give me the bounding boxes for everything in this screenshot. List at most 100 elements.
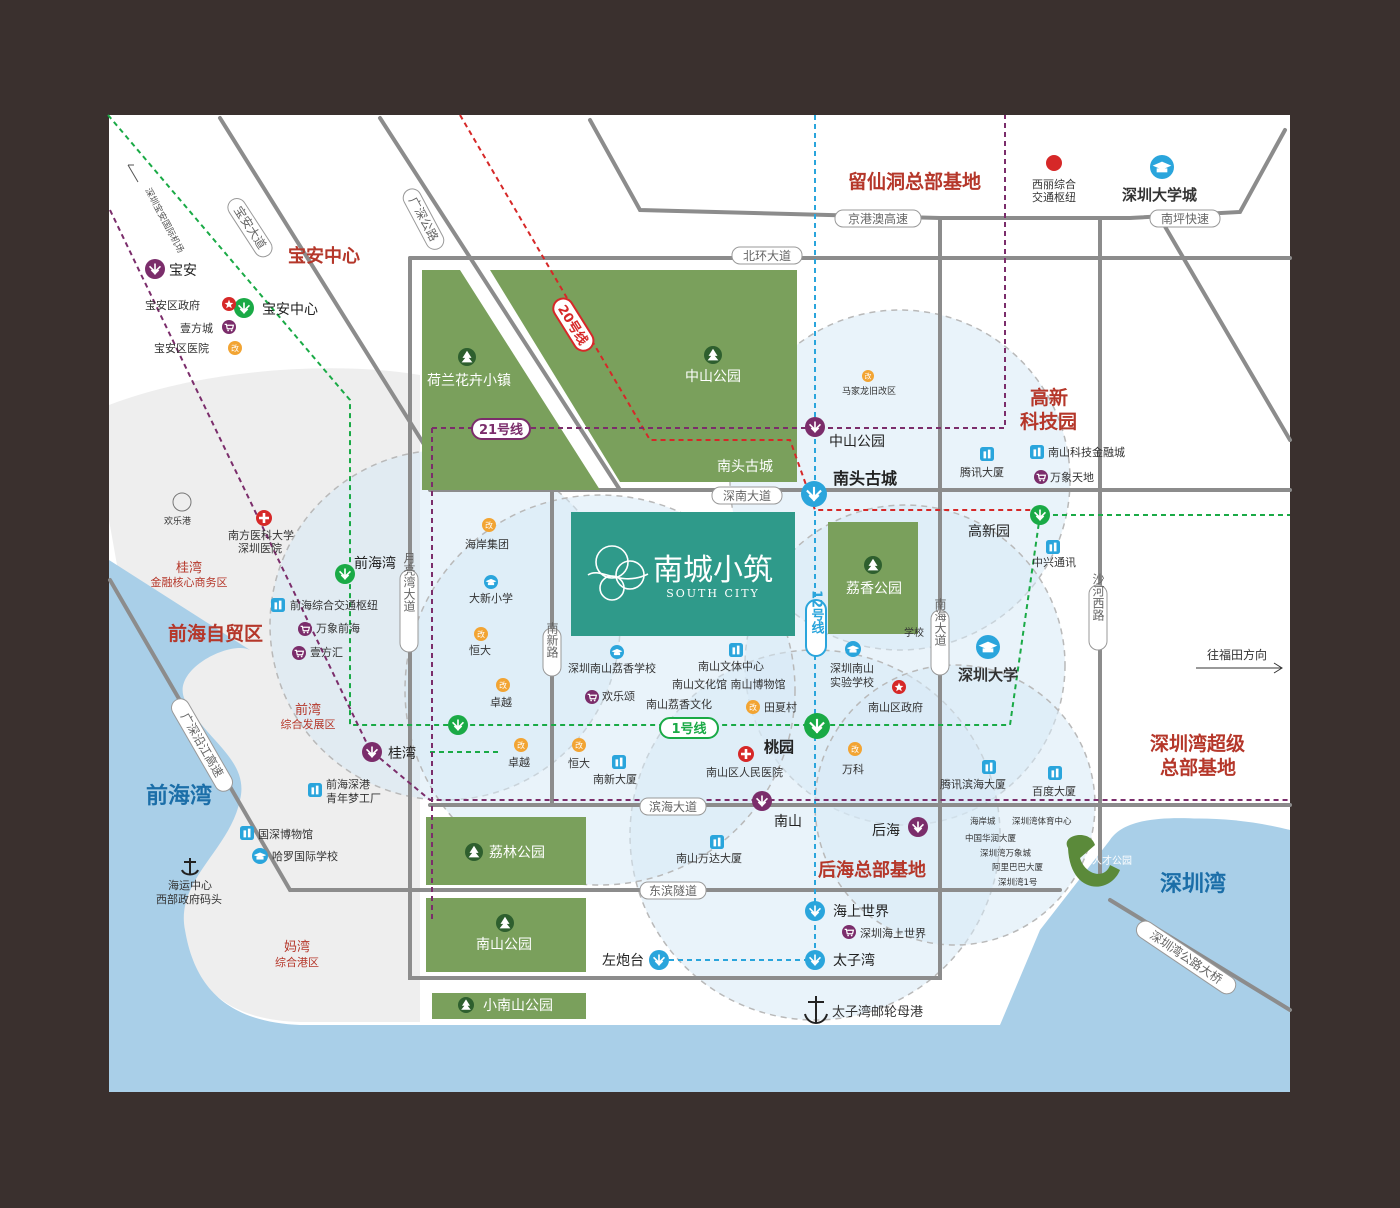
redevelopment-icon [572,738,586,752]
shopping-icon [298,622,312,636]
poi-taiziwan-port: 太子湾邮轮母港 [832,1004,923,1020]
metro-icon [801,481,827,507]
district-gaoxin: 高新 [1030,386,1068,409]
poi-icons [172,155,1174,1024]
poi-lixiang-school: 深圳南山荔香学校 [568,661,656,675]
district-mawan: 妈湾 [284,939,310,955]
metro-icon [805,901,825,921]
metro-icon [805,417,825,437]
building-icon [271,598,285,612]
poi-nanxin-bldg: 南新大厦 [593,772,637,786]
poi-yuewenhua: 南山荔香文化 [646,697,712,711]
poi-haiyun2: 西部政府码头 [156,892,222,906]
district-guiwan-sub: 金融核心商务区 [151,575,228,589]
school-icon [252,848,268,864]
metro-icon [145,259,165,279]
poi-wanda: 南山万达大厦 [676,851,742,865]
hospital-icon [228,341,242,355]
to-futian-label: 往福田方向 [1207,647,1267,662]
poi-alibaba: 阿里巴巴大厦 [992,862,1044,873]
poi-harrow: 哈罗国际学校 [272,849,338,863]
road-jinggangao: 京港澳高速 [848,211,908,226]
building-icon [1030,445,1044,459]
district-mawan-sub: 综合港区 [275,955,319,969]
road-shennan: 深南大道 [723,488,771,503]
poi-baidu: 百度大厦 [1032,784,1076,798]
poi-hengda2: 恒大 [568,756,590,770]
water-qianhaiwan: 前海湾 [146,783,212,809]
poi-majialong: 马家龙旧改区 [842,385,896,397]
metro-icon [908,817,928,837]
metro-icon [234,298,254,318]
badge-line12: 12号线 [809,590,825,636]
poi-baoan-gov: 宝安区政府 [145,298,200,312]
poi-huarun: 中国华润大厦 [965,833,1017,844]
park-nantou-label: 南头古城 [717,459,773,475]
poi-tencent: 腾讯大厦 [960,465,1004,479]
poi-nanshan-fin: 南山科技金融城 [1048,445,1125,459]
poi-haian-city: 海岸城 [970,816,996,827]
park-lixiang [828,522,918,634]
metro-icon [804,713,830,739]
station-qianhaiwan: 前海湾 [354,555,396,572]
road-nanping: 南坪快速 [1161,211,1209,226]
poi-szw1: 深圳湾1号 [998,877,1037,888]
poi-baoan-hosp: 宝安区医院 [154,341,209,355]
park-lilin [426,817,586,885]
school-icon [845,641,861,657]
poi-sznssy: 深圳南山 [830,662,874,675]
park-nanshan [426,898,586,972]
district-labels: 留仙洞总部基地 宝安中心 高新 科技园 前海自贸区 深圳湾超级 总部基地 后海总… [168,170,1245,881]
park-helan [422,270,600,490]
road-labels: 京港澳高速 南坪快速 北环大道 深南大道 滨海大道 东滨隧道 往福田方向 [639,209,1283,900]
station-taiziwan: 太子湾 [833,952,875,969]
poi-haiyun: 海运中心 [168,878,212,892]
badge-line21: 21号线 [479,422,523,438]
building-icon [1046,540,1060,554]
metro-icon [805,950,825,970]
redevelopment-icon [746,700,760,714]
poi-nanyi: 南方医科大学 [228,528,294,542]
station-houhai: 后海 [872,823,900,839]
park-zhongshan-label: 中山公园 [685,369,741,385]
road-nanhai: 南海大道 [933,597,947,646]
tree-icon [465,843,483,861]
district-szbay-super2: 总部基地 [1160,756,1236,779]
poi-szw-tiyu: 深圳湾体育中心 [1012,816,1072,827]
tree-icon [458,348,476,366]
redevelopment-icon [514,738,528,752]
anchor-icon [181,858,828,1024]
redevelopment-icon [496,678,510,692]
district-qianwan: 前湾 [295,702,321,718]
poi-museum: 南山文化馆 南山博物馆 [672,677,786,691]
station-baoan-center: 宝安中心 [262,302,318,318]
project-logo-icon [587,545,649,601]
metro-icon [362,742,382,762]
poi-qianhai-hub: 前海综合交通枢纽 [290,598,378,612]
shopping-icon [1034,470,1048,484]
district-qianhai-ftz: 前海自贸区 [168,622,263,645]
poi-xili: 西丽综合 [1032,177,1076,191]
poi-yifanghui: 壹方汇 [310,645,343,659]
poi-szdx: 深圳大学 [958,666,1018,684]
poi-huanlegang: 欢乐港 [164,515,191,527]
district-kejiyuan: 科技园 [1020,410,1077,433]
building-icon [308,783,322,797]
building-icon [982,760,996,774]
poi-daxin: 大新小学 [469,591,513,605]
poi-ns-hosp: 南山区人民医院 [706,765,783,779]
station-haishang: 海上世界 [833,904,889,920]
poi-wanxiang-tiandi: 万象天地 [1050,471,1094,484]
district-baoan-center: 宝安中心 [288,245,360,267]
project-name-cn: 南城小筑 [653,553,773,588]
building-icon [710,835,724,849]
district-guiwan: 桂湾 [176,560,202,576]
metro-icon [752,791,772,811]
tree-icon [864,556,882,574]
park-helan-label: 荷兰花卉小镇 [427,373,511,389]
building-icon [1048,766,1062,780]
poi-lixiang-school2: 学校 [904,626,924,639]
poi-culture: 南山文体中心 [698,659,764,673]
poi-wanxiang-qh: 万象前海 [316,621,360,635]
